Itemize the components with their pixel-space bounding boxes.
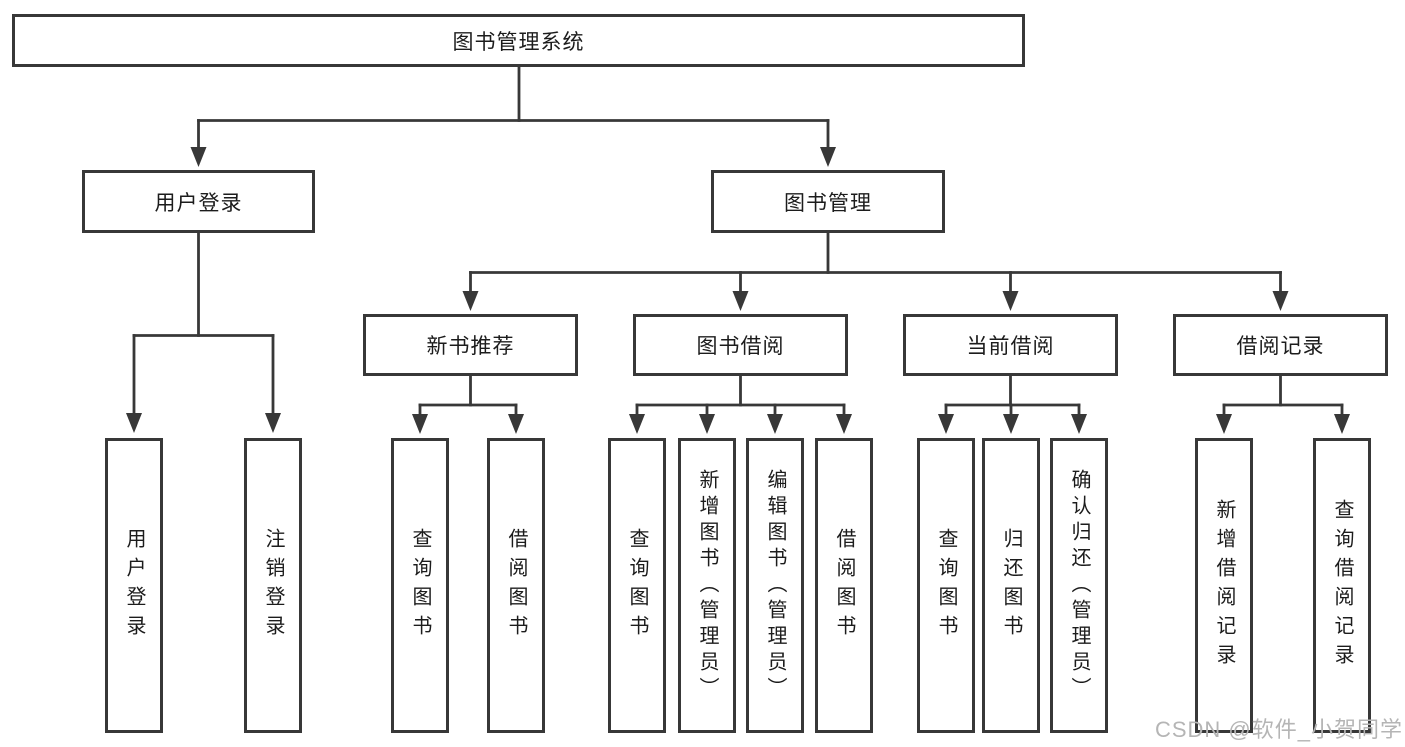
- leaf-add-borrow-record: 新增借阅记录: [1195, 438, 1253, 733]
- leaf-query-books-recommend: 查询图书: [391, 438, 449, 733]
- leaf-confirm-return-admin: 确认归还（管理员）: [1050, 438, 1108, 733]
- leaf-query-books-borrow: 查询图书: [608, 438, 666, 733]
- node-book-management: 图书管理: [711, 170, 945, 233]
- leaf-query-borrow-record: 查询借阅记录: [1313, 438, 1371, 733]
- node-user-login: 用户登录: [82, 170, 315, 233]
- watermark: CSDN @软件_小贺同学: [1154, 717, 1403, 742]
- node-borrow-records: 借阅记录: [1173, 314, 1388, 376]
- leaf-borrow-books: 借阅图书: [815, 438, 873, 733]
- leaf-edit-books-admin: 编辑图书（管理员）: [746, 438, 804, 733]
- node-current-borrow: 当前借阅: [903, 314, 1118, 376]
- leaf-borrow-books-recommend: 借阅图书: [487, 438, 545, 733]
- leaf-query-books-current: 查询图书: [917, 438, 975, 733]
- leaf-user-login: 用户登录: [105, 438, 163, 733]
- leaf-logout: 注销登录: [244, 438, 302, 733]
- leaf-return-books: 归还图书: [982, 438, 1040, 733]
- node-book-borrow: 图书借阅: [633, 314, 848, 376]
- node-library-management-system: 图书管理系统: [12, 14, 1025, 67]
- node-new-book-recommend: 新书推荐: [363, 314, 578, 376]
- leaf-add-books-admin: 新增图书（管理员）: [678, 438, 736, 733]
